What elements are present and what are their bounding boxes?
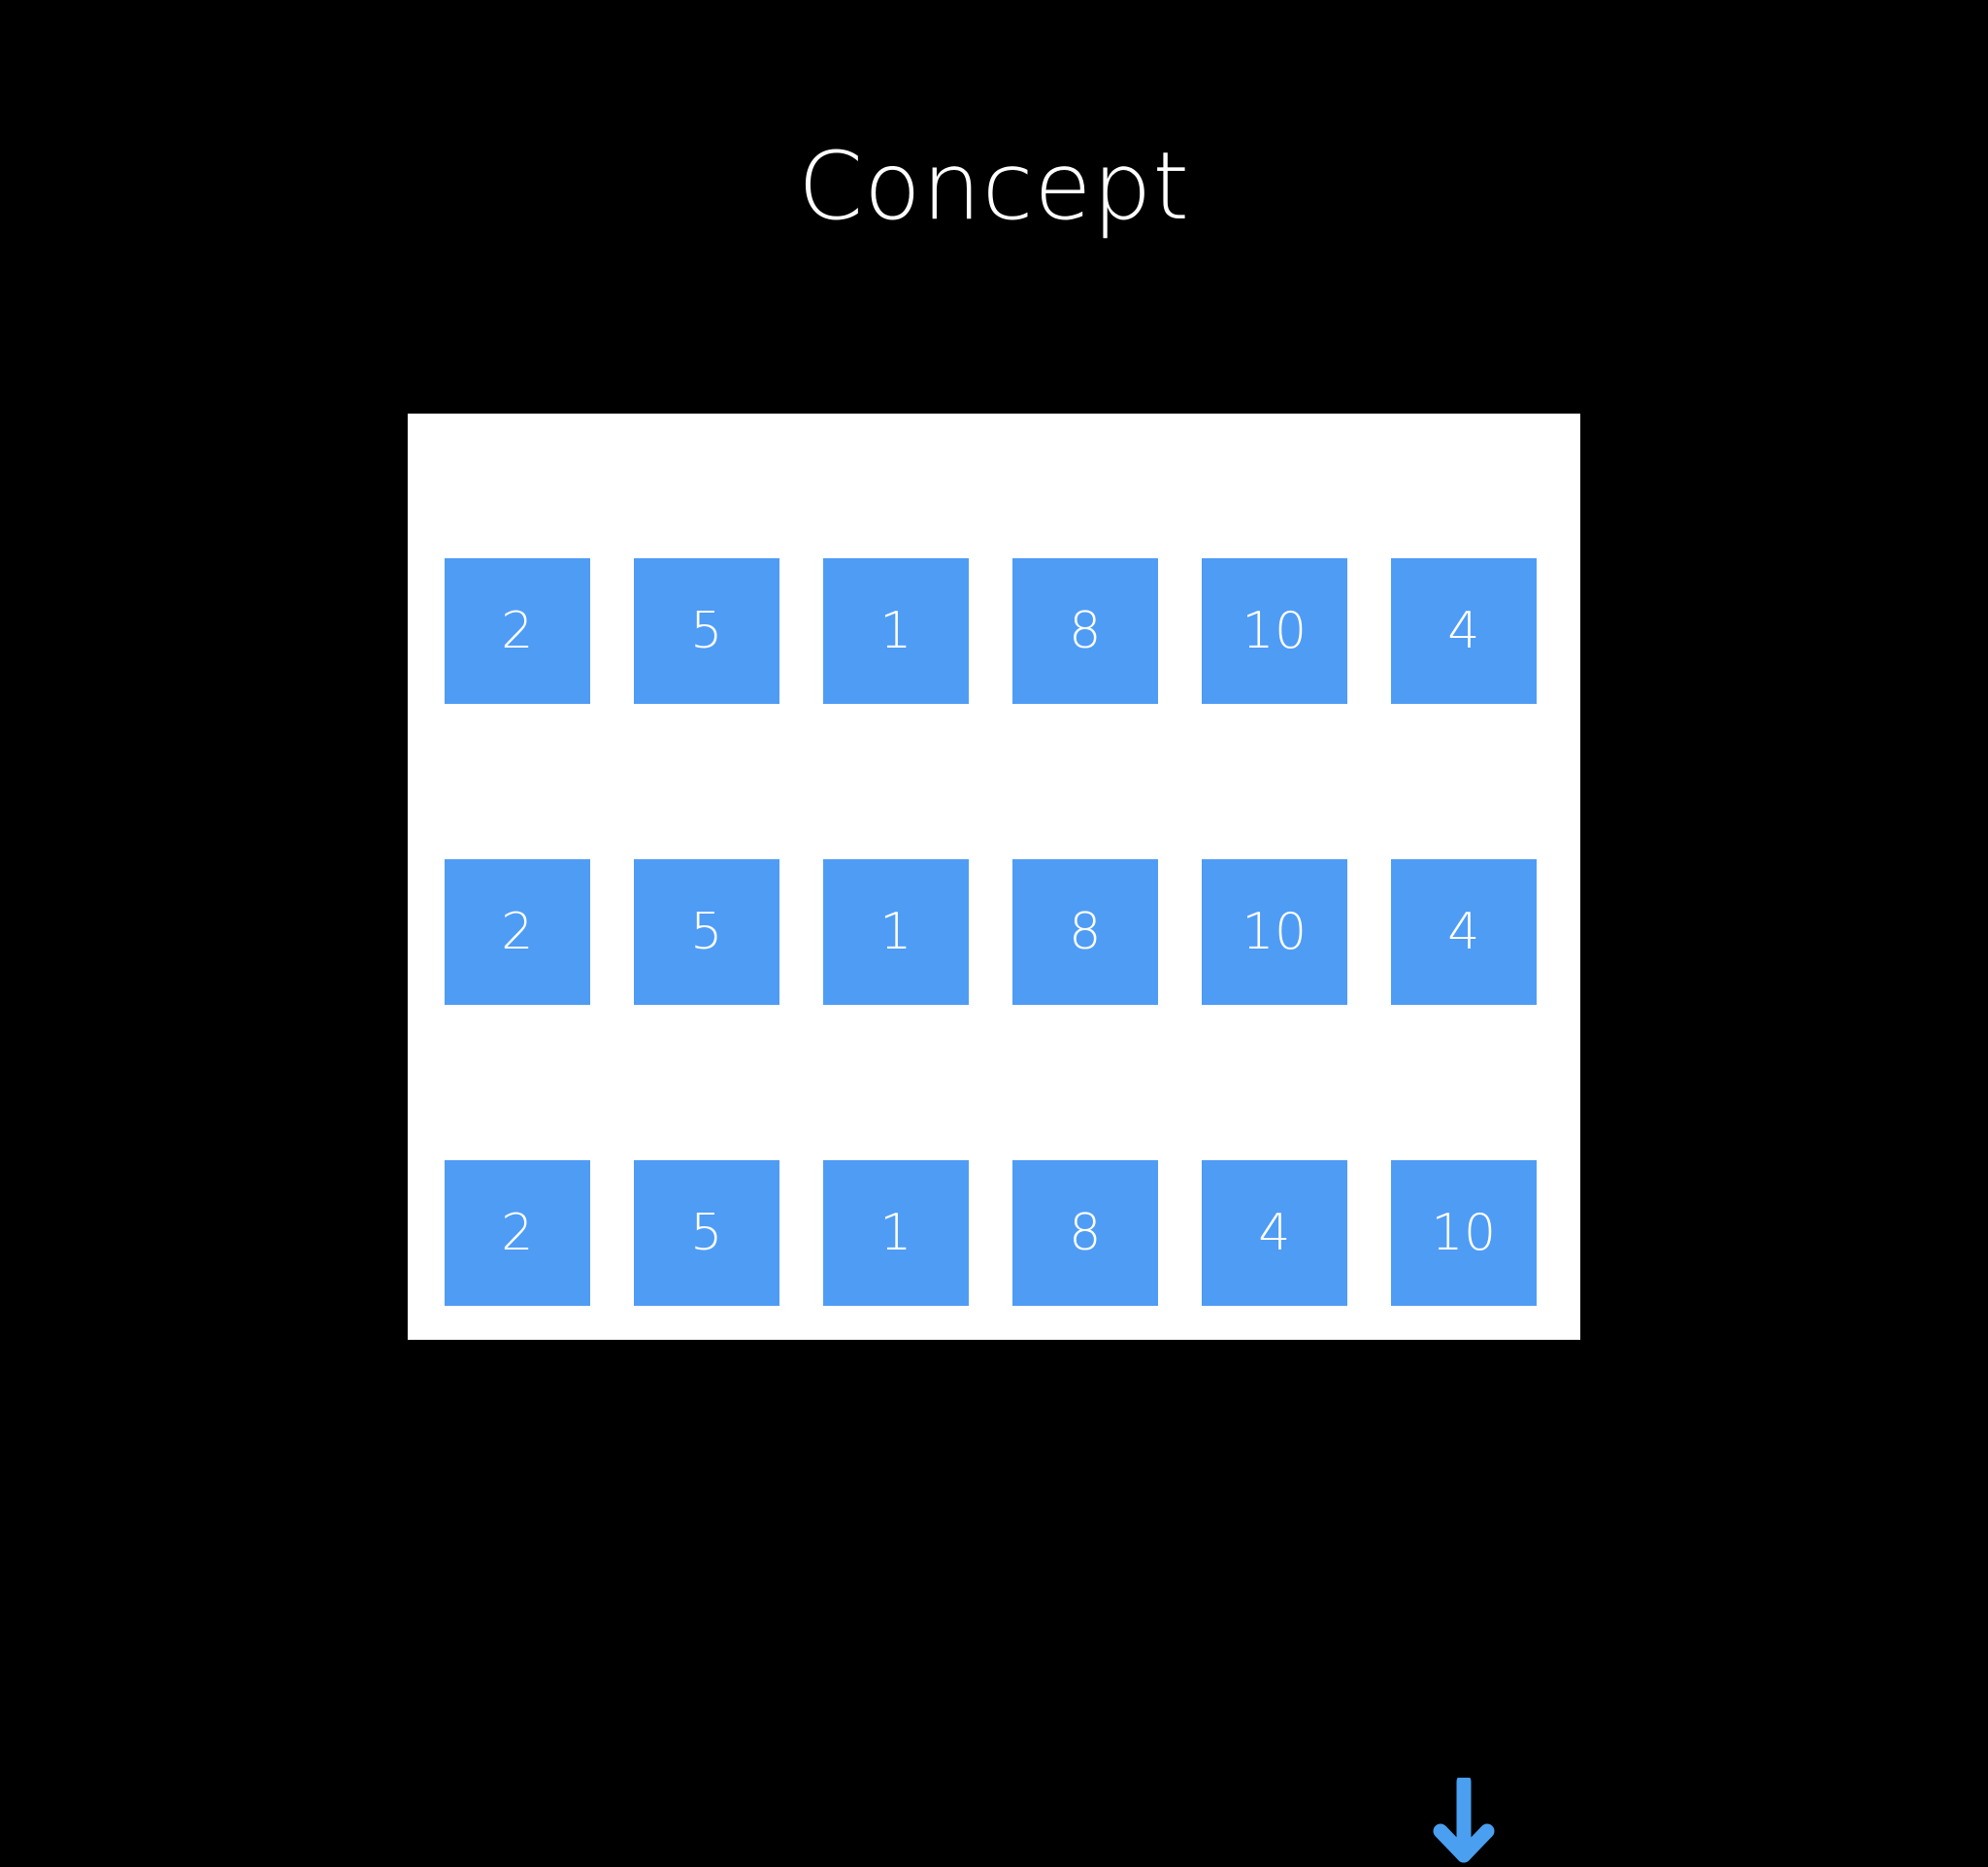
cell-value: 4 (1447, 903, 1480, 961)
array-cell[interactable]: 4 (1391, 859, 1537, 1005)
cell-value: 10 (1242, 903, 1308, 961)
cell-value: 5 (690, 903, 723, 961)
diagram-panel: 2 5 1 8 10 4 (408, 414, 1580, 1863)
cell-value: 8 (1069, 903, 1102, 961)
array-cell[interactable]: 10 (1391, 1160, 1537, 1306)
cell-value: 2 (501, 602, 534, 660)
array-cell[interactable]: 8 (1012, 558, 1158, 704)
cell-value: 1 (879, 1204, 912, 1262)
page-title: Concept (797, 132, 1191, 241)
cell-value: 2 (501, 903, 534, 961)
cell-value: 8 (1069, 1204, 1102, 1262)
array-cell[interactable]: 4 (1391, 558, 1537, 704)
array-cell[interactable]: 1 (823, 859, 969, 1005)
array-cell[interactable]: 5 (634, 558, 779, 704)
array-row-2: 2 5 1 8 10 4 (408, 859, 1580, 1261)
array-cell[interactable]: 10 (1202, 558, 1347, 704)
cell-value: 1 (879, 602, 912, 660)
array-row-1: 2 5 1 8 10 4 (408, 558, 1580, 704)
slide-canvas: Concept 2 5 1 (408, 132, 1580, 1863)
array-cell[interactable]: 4 (1202, 1160, 1347, 1306)
array-cell[interactable]: 2 (445, 1160, 590, 1306)
array-cell[interactable]: 2 (445, 558, 590, 704)
cell-value: 5 (690, 602, 723, 660)
array-cell[interactable]: 8 (1012, 1160, 1158, 1306)
array-cell[interactable]: 2 (445, 859, 590, 1005)
cell-value: 10 (1431, 1204, 1497, 1262)
cell-value: 4 (1258, 1204, 1291, 1262)
array-cell[interactable]: 5 (634, 1160, 779, 1306)
cell-value: 4 (1447, 602, 1480, 660)
array-row-3: 2 5 1 8 4 10 (408, 1160, 1580, 1863)
arrow-down-icon-blue-row3 (1433, 1778, 1495, 1867)
cell-value: 5 (690, 1204, 723, 1262)
cell-value: 2 (501, 1204, 534, 1262)
array-cell[interactable]: 10 (1202, 859, 1347, 1005)
array-cell[interactable]: 8 (1012, 859, 1158, 1005)
cell-value: 8 (1069, 602, 1102, 660)
cell-value: 1 (879, 903, 912, 961)
array-cell[interactable]: 1 (823, 558, 969, 704)
cell-value: 10 (1242, 602, 1308, 660)
array-cell[interactable]: 1 (823, 1160, 969, 1306)
array-cell[interactable]: 5 (634, 859, 779, 1005)
